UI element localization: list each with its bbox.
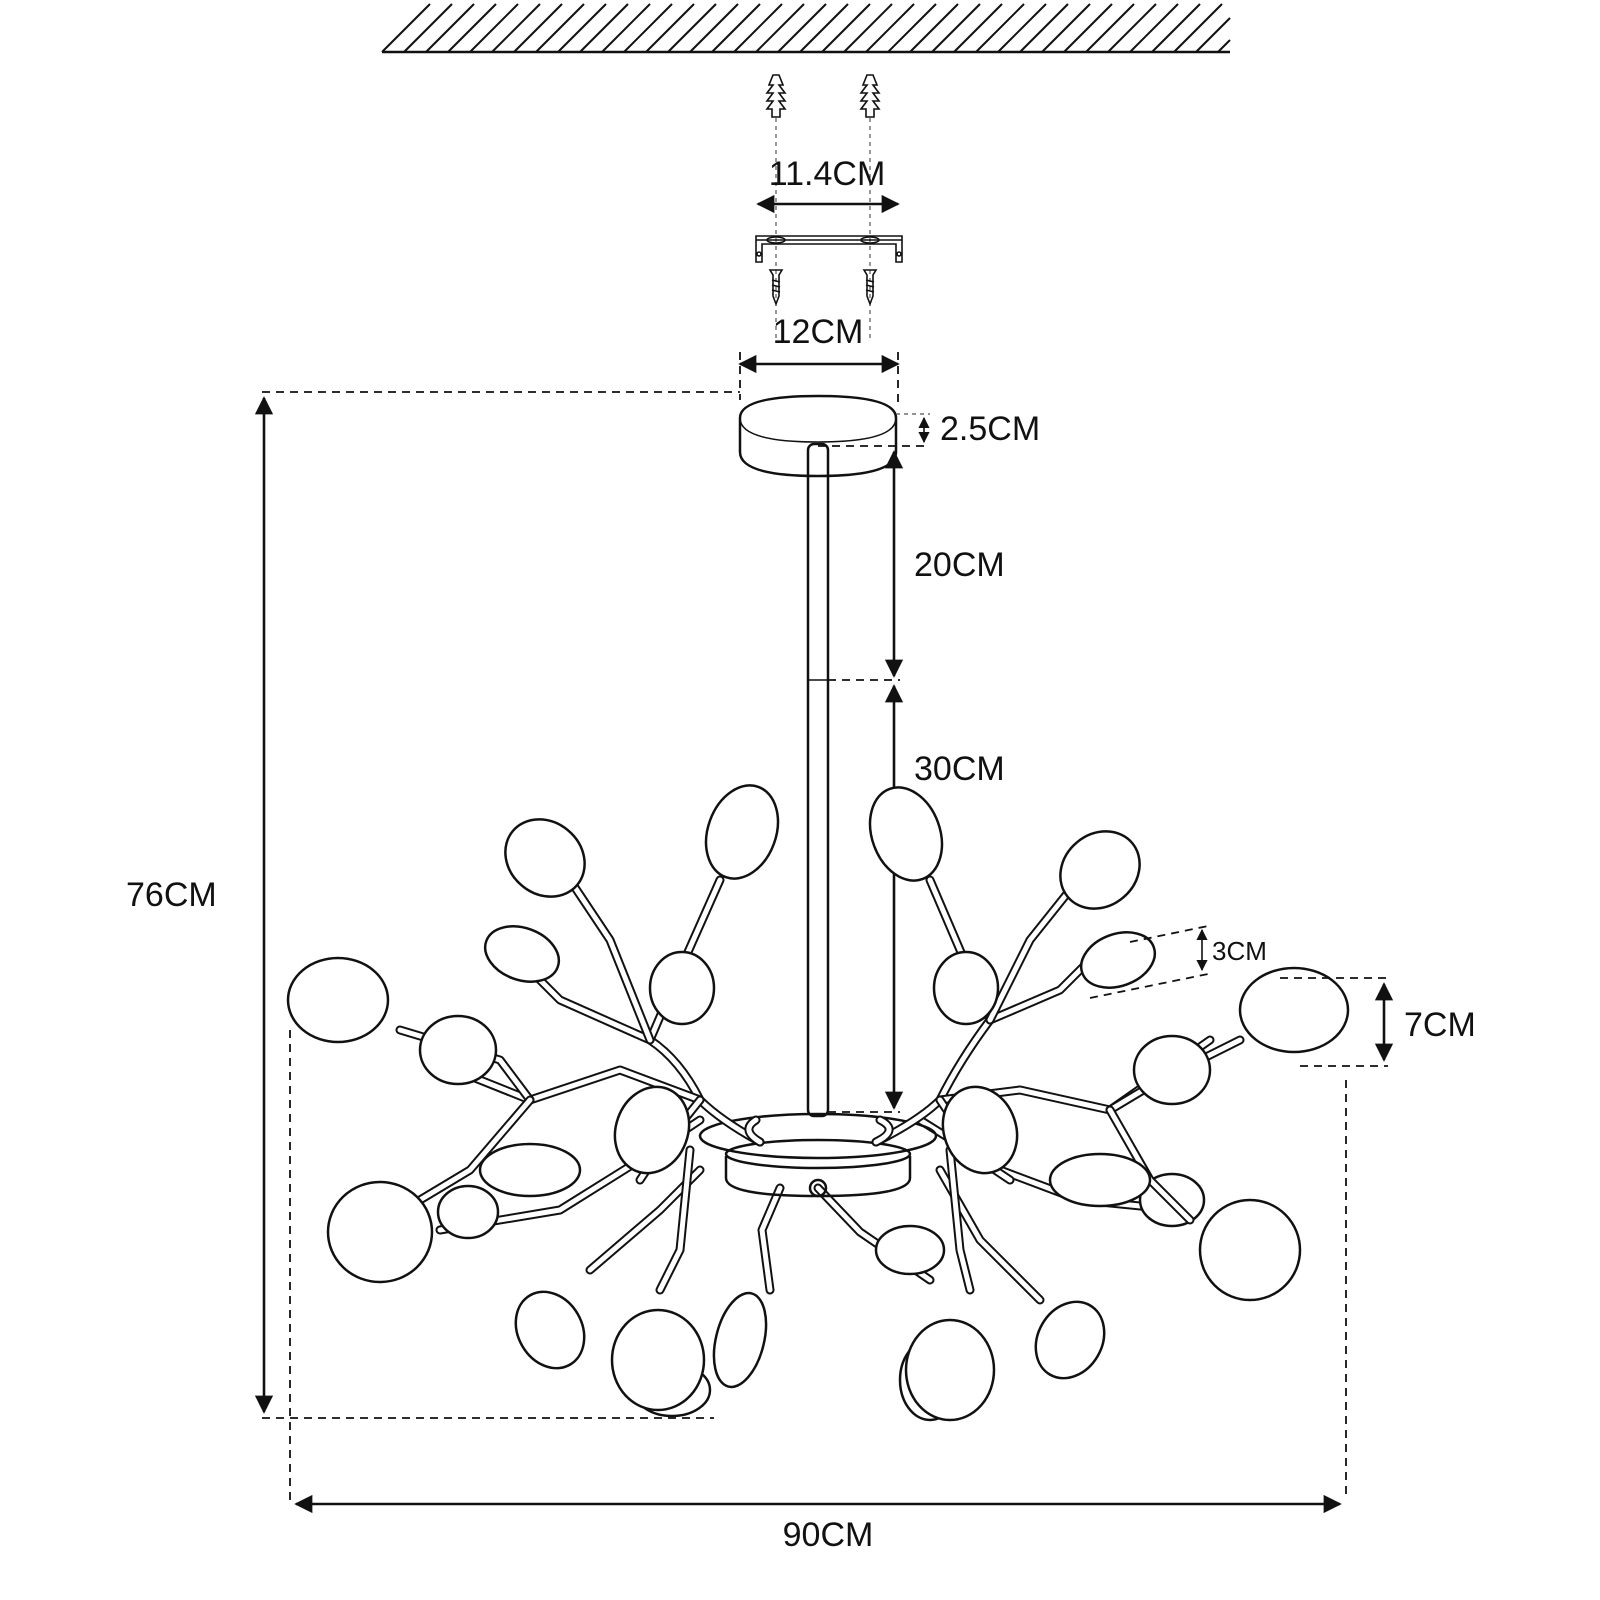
hatch-stroke (1195, 17, 1231, 53)
hatch-stroke (1019, 3, 1069, 53)
bulb (436, 1184, 500, 1240)
hatch-stroke (777, 3, 827, 53)
bulb (1048, 1152, 1152, 1208)
hatch-stroke (997, 3, 1047, 53)
bulb (504, 818, 586, 898)
bulb-large-label: 7CM (1404, 1006, 1476, 1044)
ceiling-canopy (738, 394, 898, 478)
hatch-stroke (1085, 3, 1135, 53)
hatch-stroke (491, 3, 541, 53)
hatch-stroke (469, 3, 519, 53)
front-bulbs (286, 784, 1350, 1422)
bulb (326, 1180, 434, 1284)
hatch-stroke (711, 3, 761, 53)
bulb (932, 950, 1000, 1026)
hatch-stroke (1063, 3, 1113, 53)
hatch-stroke (821, 3, 871, 53)
hatch-stroke (931, 3, 981, 53)
bulb (648, 950, 716, 1026)
hatch-stroke (953, 3, 1003, 53)
hatch-stroke (975, 3, 1025, 53)
chandelier-fixture (286, 784, 1350, 1422)
canopy-diameter-label: 12CM (773, 313, 864, 351)
bulb (941, 1085, 1019, 1175)
bulb (1238, 966, 1350, 1054)
canopy-height-label: 2.5CM (940, 410, 1040, 448)
hatch-stroke (799, 3, 849, 53)
hatch-stroke (513, 3, 563, 53)
hatch-stroke (1107, 3, 1157, 53)
hatch-stroke (403, 3, 453, 53)
bulb (418, 1014, 498, 1086)
hatch-stroke (667, 3, 717, 53)
screw-left (768, 269, 784, 307)
wall-anchor-right (859, 74, 881, 118)
hatch-stroke (645, 3, 695, 53)
mounting-bracket (755, 235, 903, 263)
wall-anchor-left (765, 74, 787, 118)
hatch-stroke (381, 3, 431, 53)
bulb (904, 1318, 996, 1422)
bulb (610, 1308, 706, 1412)
bulb (613, 1085, 691, 1175)
bulb (1198, 1198, 1302, 1302)
total-height-label: 76CM (126, 876, 217, 914)
hatch-stroke (1151, 3, 1201, 53)
hatch-stroke (1129, 3, 1179, 53)
bulb (1034, 1300, 1106, 1380)
hatch-stroke (733, 3, 783, 53)
hatch-stroke (843, 3, 893, 53)
bulb (1079, 931, 1157, 989)
hatch-stroke (579, 3, 629, 53)
hatch-stroke (601, 3, 651, 53)
bracket-spacing-label: 11.4CM (769, 155, 886, 193)
bulb (286, 956, 390, 1044)
bulb-small-label: 3CM (1212, 936, 1267, 966)
hatch-stroke (535, 3, 585, 53)
bulb (483, 925, 561, 983)
bulb (704, 784, 780, 880)
hatch-stroke (689, 3, 739, 53)
suspension-rod (806, 442, 830, 1118)
ceiling-hatch (381, 3, 1231, 53)
rod-upper-label: 20CM (914, 546, 1005, 584)
bulb (874, 1224, 946, 1276)
hatch-stroke (865, 3, 915, 53)
bulb-small-guide-bottom (1089, 973, 1209, 999)
hatch-stroke (909, 3, 959, 53)
hatch-stroke (623, 3, 673, 53)
hatch-stroke (447, 3, 497, 53)
bulb (712, 1291, 768, 1389)
bulb (1059, 830, 1141, 910)
hatch-stroke (425, 3, 475, 53)
bulb (1132, 1034, 1212, 1106)
hatch-stroke (557, 3, 607, 53)
hatch-stroke (1217, 39, 1231, 53)
bulb (514, 1290, 586, 1370)
bulb (478, 1142, 582, 1198)
rod-lower-label: 30CM (914, 750, 1005, 788)
hatch-stroke (1041, 3, 1091, 53)
hatch-stroke (887, 3, 937, 53)
total-width-label: 90CM (783, 1516, 874, 1554)
screw-right (862, 269, 878, 307)
hatch-stroke (755, 3, 805, 53)
hatch-stroke (1173, 3, 1223, 53)
central-hub (698, 1112, 938, 1198)
bulb (868, 786, 944, 882)
